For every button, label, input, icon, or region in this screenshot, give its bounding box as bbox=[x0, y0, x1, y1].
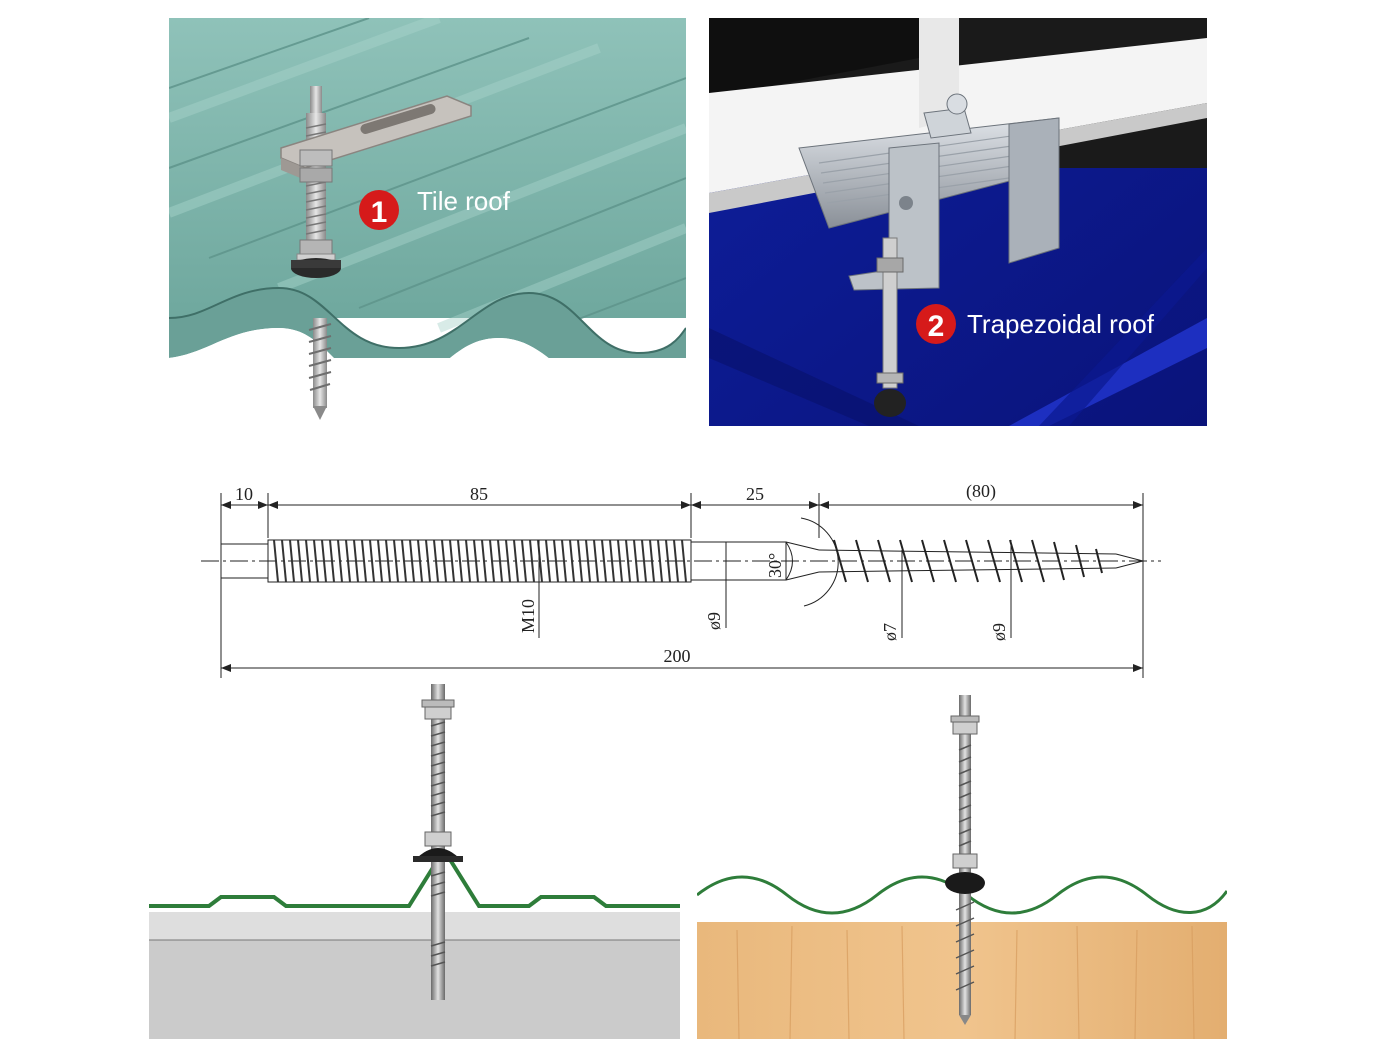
dim-core-diameter: ø7 bbox=[880, 623, 900, 641]
tile-roof-illustration: 1 Tile roof bbox=[169, 18, 686, 428]
dim-head-length: 10 bbox=[235, 484, 253, 504]
dim-total-length: 200 bbox=[664, 646, 691, 666]
dim-thread-length: 85 bbox=[470, 484, 488, 504]
badge-number: 2 bbox=[928, 310, 945, 343]
tile-roof-panel: 1 Tile roof bbox=[169, 18, 686, 428]
dim-angle: 30° bbox=[765, 553, 785, 578]
dim-thread-diameter: M10 bbox=[518, 599, 538, 633]
wood-section-illustration bbox=[697, 695, 1227, 1039]
hanger-bolt-icon bbox=[413, 684, 463, 1000]
corrugated-sheet-wood-section bbox=[697, 690, 1227, 1039]
trapezoidal-section-illustration bbox=[149, 684, 680, 1039]
trapezoidal-roof-illustration: 2 Trapezoidal roof bbox=[709, 18, 1207, 426]
dim-shank-length: 25 bbox=[746, 484, 764, 504]
trapezoidal-roof-label: Trapezoidal roof bbox=[967, 309, 1155, 339]
number-badge-1 bbox=[359, 190, 399, 230]
screw-technical-drawing: 10 85 25 (80) 200 30° M10 ø9 ø7 ø9 bbox=[196, 478, 1176, 684]
dim-outer-diameter: ø9 bbox=[989, 623, 1009, 641]
trapezoidal-roof-panel: 2 Trapezoidal roof bbox=[709, 18, 1207, 426]
screw-tip-icon bbox=[308, 318, 332, 420]
hanger-bolt-icon bbox=[280, 86, 472, 278]
dimension-drawing: 10 85 25 (80) 200 30° M10 ø9 ø7 ø9 bbox=[201, 481, 1161, 678]
badge-number: 1 bbox=[371, 196, 388, 229]
tile-roof-label: Tile roof bbox=[417, 186, 511, 216]
dim-shank-diameter: ø9 bbox=[704, 612, 724, 630]
dim-screw-length: (80) bbox=[966, 481, 996, 502]
hanger-bolt-icon bbox=[945, 695, 985, 1025]
trapezoidal-sheet-section bbox=[149, 676, 680, 1039]
number-badge-2 bbox=[916, 304, 956, 344]
